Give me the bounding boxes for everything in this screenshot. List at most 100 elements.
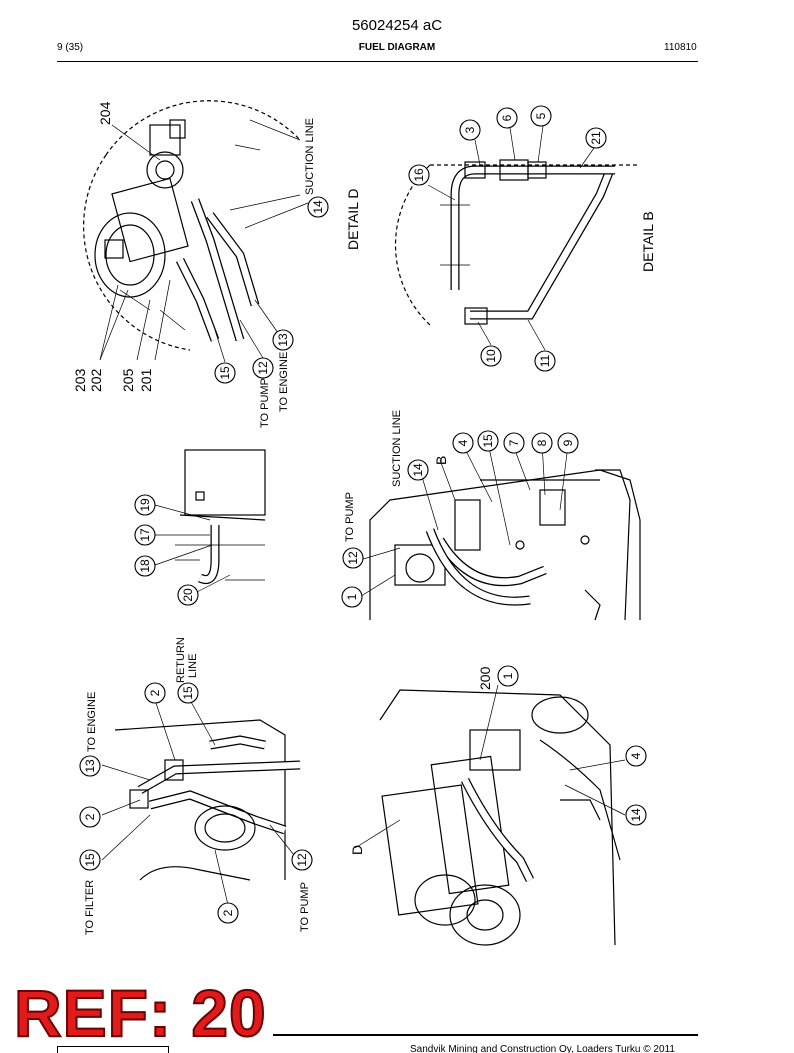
callout-2-bottom: 2 [217,902,239,924]
svg-text:4: 4 [629,752,643,759]
callout-15-filter-left: 15 [79,849,101,871]
svg-text:16: 16 [412,168,426,182]
callout-15-d: 15 [214,362,236,384]
label-suction-line-d: SUCTION LINE [304,118,316,195]
label-to-pump-mid: TO PUMP [344,492,356,542]
svg-text:14: 14 [411,463,425,477]
page-title: FUEL DIAGRAM [358,42,436,53]
detail-d-view [83,100,309,363]
svg-text:8: 8 [535,439,549,446]
svg-text:9: 9 [561,439,575,446]
callout-21: 21 [585,127,607,149]
callout-12-filter: 12 [291,849,313,871]
callout-18: 18 [134,555,156,577]
callout-16: 16 [408,164,430,186]
label-detail-d: DETAIL D [345,189,361,250]
label-to-pump-filter: TO PUMP [299,882,311,932]
label-to-pump-d: TO PUMP [259,378,271,428]
engine-overview [354,684,626,946]
svg-text:12: 12 [256,361,270,375]
svg-text:13: 13 [276,333,290,347]
callout-2-mid: 2 [79,806,101,828]
callout-15-filter: 15 [177,682,199,704]
label-205: 205 [120,368,136,392]
callout-17: 17 [134,524,156,546]
page-number: 9 (35) [57,42,84,53]
svg-text:15: 15 [83,853,97,867]
callout-1-mid: 1 [341,586,363,608]
callout-6: 6 [496,107,518,129]
label-return-line: LINE [187,654,199,678]
callout-14-engine: 14 [625,804,647,826]
svg-text:10: 10 [484,349,498,363]
label-200: 200 [477,666,493,690]
callout-1-engine: 1 [497,665,519,687]
callout-12-d: 12 [252,357,274,379]
footer-copyright: Sandvik Mining and Construction Oy, Load… [410,1044,675,1053]
svg-text:19: 19 [138,498,152,512]
callout-15-mid: 15 [477,430,499,452]
company-logo [57,1046,169,1053]
svg-text:12: 12 [346,551,360,565]
label-202: 202 [88,368,104,392]
callout-11: 11 [534,350,556,372]
callout-4-mid: 4 [452,432,474,454]
callout-10: 10 [480,345,502,367]
callout-13-filter: 13 [79,755,101,777]
svg-text:1: 1 [345,593,359,600]
svg-text:2: 2 [221,909,235,916]
svg-text:21: 21 [589,131,603,145]
svg-text:3: 3 [463,126,477,133]
hose-detail-view [154,449,266,594]
document-date: 110810 [664,42,697,53]
label-to-filter: TO FILTER [84,880,96,935]
svg-text:13: 13 [83,759,97,773]
callout-3: 3 [459,119,481,141]
callout-8: 8 [531,432,553,454]
engine-top-view [357,442,641,621]
svg-text:14: 14 [629,808,643,822]
detail-b-view [394,125,640,351]
filter-view [101,699,301,906]
callout-2-top: 2 [144,682,166,704]
ref-stamp: REF: 20 [13,976,267,1050]
svg-text:20: 20 [181,588,195,602]
svg-text:15: 15 [218,366,232,380]
svg-text:4: 4 [456,439,470,446]
svg-text:18: 18 [138,559,152,573]
callout-12-mid: 12 [342,547,364,569]
label-to-engine-d: TO ENGINE [278,352,290,412]
label-b: B [433,456,449,465]
callout-5: 5 [530,105,552,127]
svg-text:2: 2 [148,689,162,696]
svg-text:14: 14 [311,200,325,214]
label-201: 201 [138,368,154,392]
svg-text:15: 15 [481,434,495,448]
label-suction-line-mid: SUCTION LINE [391,410,403,487]
callout-4-engine: 4 [625,745,647,767]
label-d: D [349,845,365,855]
callout-14-d: 14 [307,196,329,218]
callout-19: 19 [134,494,156,516]
label-to-engine-filter: TO ENGINE [86,692,98,752]
callout-14-mid: 14 [407,459,429,481]
callout-9: 9 [557,432,579,454]
label-203: 203 [72,368,88,392]
svg-text:1: 1 [501,672,515,679]
fuel-diagram-drawing: .ln { stroke:#000; fill:none; stroke-wid… [72,100,656,946]
svg-text:6: 6 [500,114,514,121]
svg-text:15: 15 [181,686,195,700]
svg-text:5: 5 [534,112,548,119]
label-204: 204 [97,101,113,125]
header-rule [57,61,698,62]
callout-20: 20 [177,584,199,606]
callout-7: 7 [503,432,525,454]
svg-text:7: 7 [507,439,521,446]
svg-text:11: 11 [538,354,552,367]
svg-text:17: 17 [138,528,152,542]
svg-text:2: 2 [83,813,97,820]
callout-13-d: 13 [272,329,294,351]
footer-rule [273,1034,698,1036]
label-detail-b: DETAIL B [640,211,656,272]
svg-text:12: 12 [295,853,309,867]
